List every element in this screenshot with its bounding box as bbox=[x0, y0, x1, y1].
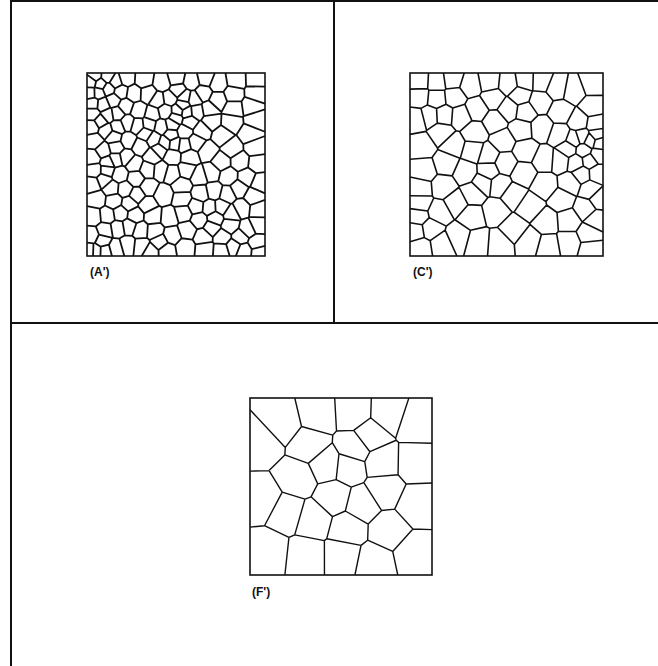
grain-frame bbox=[410, 73, 603, 256]
figure-panel: (C') bbox=[333, 0, 658, 324]
grain-structure bbox=[250, 398, 432, 575]
grain-frame bbox=[250, 398, 432, 575]
grain-boundaries bbox=[87, 73, 265, 256]
grain-structure bbox=[410, 73, 603, 256]
panel-label: (C') bbox=[413, 265, 433, 279]
grain-structure bbox=[87, 73, 265, 256]
grain-frame bbox=[87, 73, 265, 256]
panel-label: (F') bbox=[252, 585, 270, 599]
figure-panel: (A') bbox=[10, 0, 335, 324]
grain-boundaries bbox=[250, 398, 432, 575]
panel-label: (A') bbox=[90, 265, 110, 279]
grain-boundaries bbox=[410, 73, 603, 256]
figure-panel: (F') bbox=[10, 322, 658, 666]
